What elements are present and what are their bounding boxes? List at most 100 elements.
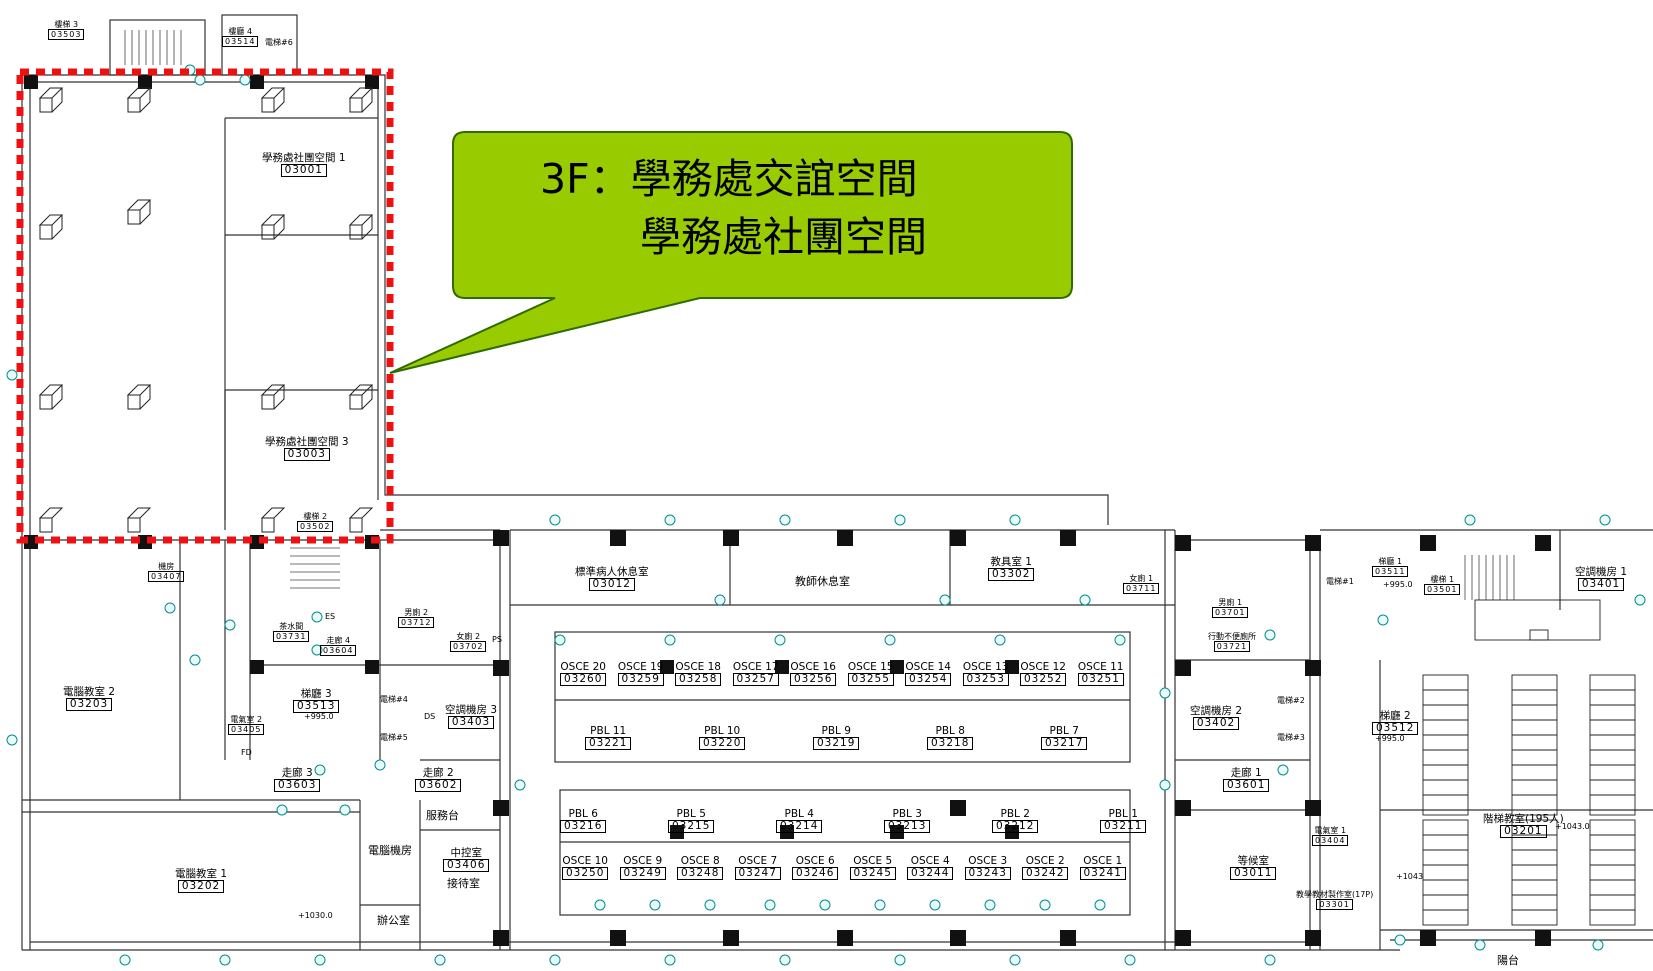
osce-room-name: OSCE 2 [1025, 855, 1065, 867]
label-ds: DS [424, 712, 436, 721]
osce-room-name: OSCE 8 [680, 855, 720, 867]
osce-room-name: OSCE 1 [1083, 855, 1123, 867]
callout-line-1: 3F：學務處交誼空間 [540, 155, 918, 203]
label-elevator-6: 電梯#6 [265, 38, 293, 47]
pbl-room-name: PBL 8 [935, 725, 965, 737]
osce-room-code: 03248 [677, 867, 724, 880]
label-level-995-a: +995.0 [304, 712, 334, 721]
osce-room-code: 03245 [849, 867, 896, 880]
osce-room-name: OSCE 18 [675, 661, 721, 673]
osce-room-name: OSCE 16 [790, 661, 836, 673]
label-level-995-b: +995.0 [1375, 734, 1405, 743]
osce-room-name: OSCE 13 [962, 661, 1009, 673]
osce-room-code: 03259 [617, 673, 664, 686]
room-lecture-hall: 階梯教室(195人)03201 [1483, 813, 1564, 838]
osce-room-code: 03258 [675, 673, 722, 686]
osce-room-code: 03244 [907, 867, 954, 880]
osce-room-code: 03254 [905, 673, 952, 686]
callout-line-2: 學務處社團空間 [640, 213, 927, 261]
pbl-room-code: 03212 [992, 820, 1039, 833]
osce-room-code: 03250 [562, 867, 609, 880]
pbl-room-name: PBL 3 [892, 808, 922, 820]
pbl-room-name: PBL 7 [1049, 725, 1079, 737]
label-es: ES [325, 612, 336, 621]
osce-room-code: 03247 [734, 867, 781, 880]
pbl-room-code: 03220 [699, 737, 746, 750]
label-elevator-2: 電梯#2 [1277, 696, 1305, 705]
pbl-room-name: PBL 4 [784, 808, 814, 820]
label-elevator-1: 電梯#1 [1326, 577, 1354, 586]
osce-room-name: OSCE 7 [738, 855, 778, 867]
osce-room-code: 03253 [962, 673, 1009, 686]
pbl-room-code: 03214 [776, 820, 823, 833]
pbl-room-name: PBL 1 [1108, 808, 1138, 820]
pbl-room-code: 03215 [668, 820, 715, 833]
pbl-room-name: PBL 10 [704, 725, 741, 737]
osce-room-name: OSCE 12 [1020, 661, 1066, 673]
osce-room-code: 03256 [790, 673, 837, 686]
label-level-1043: +1043.0 [1555, 822, 1590, 831]
label-office: 辦公室 [377, 914, 410, 927]
osce-room-code: 03257 [732, 673, 779, 686]
label-elevator-4: 電梯#4 [380, 695, 408, 704]
pbl-room-code: 03219 [813, 737, 860, 750]
pbl-room-code: 03221 [585, 737, 632, 750]
osce-room-code: 03255 [847, 673, 894, 686]
osce-room-name: OSCE 19 [617, 661, 664, 673]
label-teacher-lounge: 教師休息室 [795, 575, 850, 588]
pbl-room-name: PBL 6 [568, 808, 598, 820]
osce-room-name: OSCE 11 [1077, 661, 1124, 673]
pbl-room-name: PBL 5 [676, 808, 706, 820]
room-material: 教學教材製作室(17P)03301 [1296, 890, 1374, 910]
label-balcony: 陽台 [1497, 954, 1519, 967]
pbl-room-code: 03217 [1041, 737, 1088, 750]
osce-room-name: OSCE 10 [562, 855, 608, 867]
osce-room-name: OSCE 14 [905, 661, 951, 673]
pbl-room-code: 03213 [884, 820, 931, 833]
osce-room-code: 03243 [964, 867, 1011, 880]
